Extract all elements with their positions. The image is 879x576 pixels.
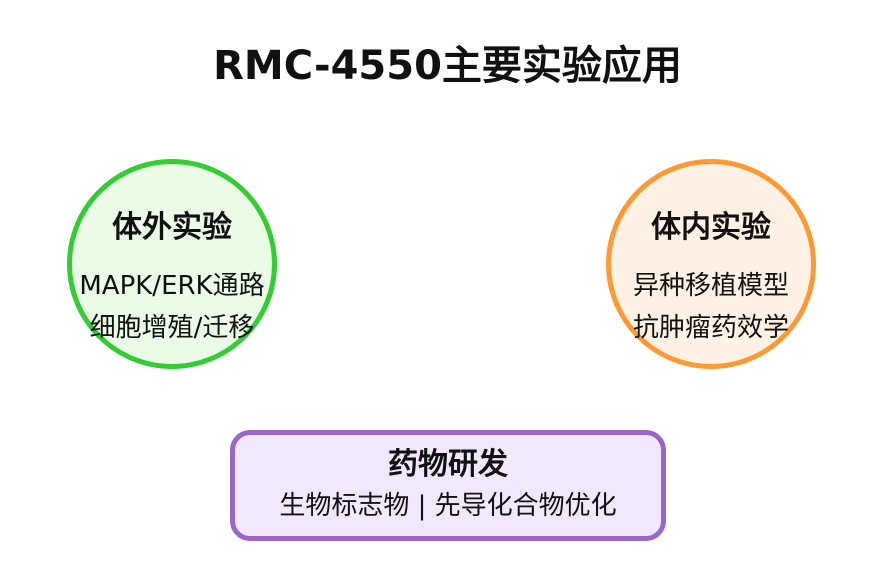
drug-development-subtitle: 生物标志物 | 先导化合物优化: [279, 491, 617, 521]
in-vitro-line-1: MAPK/ERK通路: [79, 271, 265, 301]
in-vivo-line-2: 抗肿瘤药效学: [632, 313, 789, 343]
drug-development-title: 药物研发: [388, 447, 508, 482]
in-vitro-circle: 体外实验 MAPK/ERK通路 细胞增殖/迁移: [67, 159, 277, 369]
in-vivo-circle: 体内实验 异种移植模型 抗肿瘤药效学: [606, 159, 816, 369]
in-vitro-line-2: 细胞增殖/迁移: [89, 313, 255, 343]
diagram-title: RMC-4550主要实验应用: [213, 43, 682, 89]
in-vivo-title: 体内实验: [651, 210, 771, 245]
in-vivo-line-1: 异种移植模型: [632, 271, 789, 301]
in-vitro-title: 体外实验: [112, 210, 232, 245]
drug-development-box: 药物研发 生物标志物 | 先导化合物优化: [230, 430, 666, 541]
